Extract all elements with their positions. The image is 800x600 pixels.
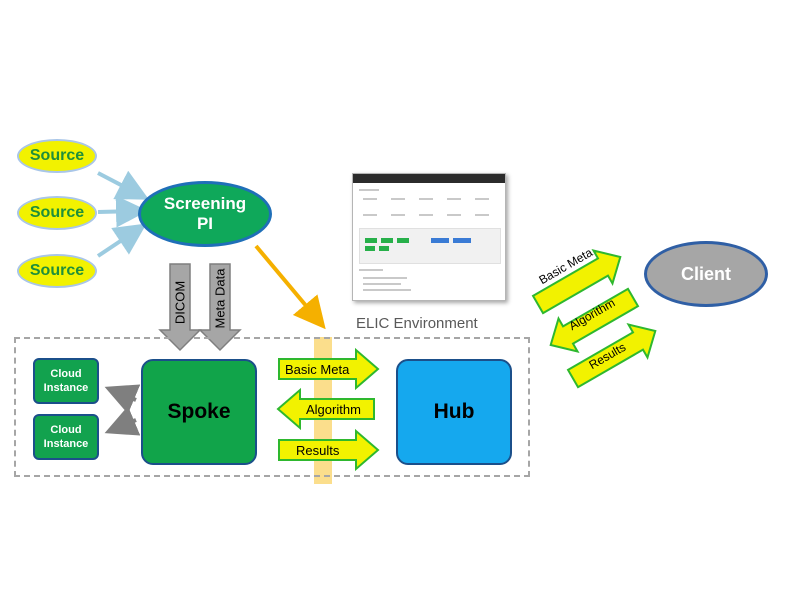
hub-node: Hub bbox=[396, 359, 512, 465]
client-algorithm-arrow bbox=[549, 287, 640, 353]
source-label: Source bbox=[29, 204, 85, 221]
cloud-label-line1: Cloud bbox=[50, 368, 82, 380]
source1-to-screening-arrow bbox=[97, 170, 150, 200]
meta-data-arrow bbox=[198, 263, 242, 352]
basic-meta-flow-arrow bbox=[278, 347, 380, 391]
spoke-to-cloud1-arrow bbox=[104, 384, 141, 414]
screening-to-hub-arrow bbox=[254, 244, 326, 330]
source-node-1: Source bbox=[17, 139, 97, 173]
algorithm-flow-arrow bbox=[276, 387, 375, 431]
cloud-label-line2: Instance bbox=[43, 438, 89, 450]
spoke-node: Spoke bbox=[141, 359, 257, 465]
dicom-label: DICOM bbox=[172, 280, 188, 325]
screening-label-line1: Screening bbox=[163, 194, 247, 213]
elic-environment-label: ELIC Environment bbox=[356, 315, 478, 332]
source-node-2: Source bbox=[17, 196, 97, 230]
spoke-to-cloud2-arrow bbox=[104, 406, 141, 436]
client-basic-meta-arrow bbox=[531, 249, 622, 315]
basic-meta-flow-label: Basic Meta bbox=[285, 362, 350, 377]
web-dashboard-thumbnail bbox=[352, 173, 506, 301]
screening-label-line2: PI bbox=[196, 214, 214, 233]
source-label: Source bbox=[29, 147, 85, 164]
source-node-3: Source bbox=[17, 254, 97, 288]
elic-environment-boundary bbox=[14, 337, 530, 477]
client-results-arrow bbox=[566, 323, 657, 389]
screening-pi-node: Screening PI bbox=[138, 181, 272, 247]
cloud-instance-2: Cloud Instance bbox=[33, 414, 99, 460]
source3-to-screening-arrow bbox=[96, 223, 147, 258]
cloud-label-line1: Cloud bbox=[50, 424, 82, 436]
source2-to-screening-arrow bbox=[97, 195, 148, 228]
cloud-label-line2: Instance bbox=[43, 382, 89, 394]
hub-label: Hub bbox=[433, 400, 475, 423]
algorithm-flow-label: Algorithm bbox=[306, 402, 361, 417]
browser-titlebar bbox=[353, 174, 505, 183]
spoke-label: Spoke bbox=[167, 400, 231, 423]
cloud-instance-1: Cloud Instance bbox=[33, 358, 99, 404]
source-label: Source bbox=[29, 262, 85, 279]
results-flow-label: Results bbox=[296, 443, 340, 458]
results-flow-arrow bbox=[278, 428, 380, 472]
dicom-arrow bbox=[158, 263, 202, 352]
client-node: Client bbox=[644, 241, 768, 307]
client-label: Client bbox=[680, 263, 731, 284]
meta-data-label: Meta Data bbox=[212, 268, 228, 329]
